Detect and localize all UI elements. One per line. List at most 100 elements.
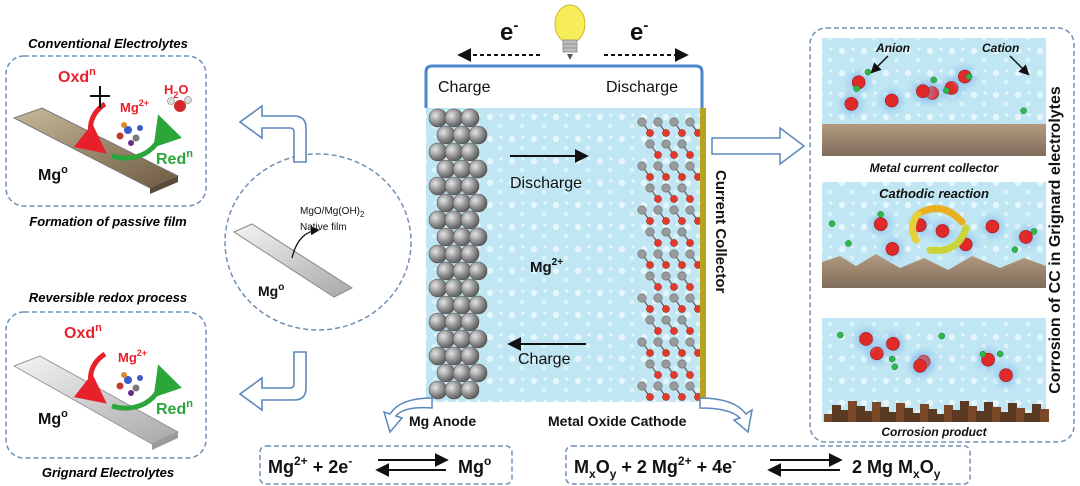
oxygen-atom (662, 173, 670, 181)
rust-particle (984, 402, 993, 422)
metal-atom (653, 161, 663, 171)
anode-sphere (460, 278, 480, 298)
charge-top-label: Charge (438, 79, 491, 96)
oxygen-atom (678, 173, 686, 181)
cation (853, 85, 860, 92)
metal-atom (669, 249, 679, 259)
metal-atom (685, 249, 695, 259)
anode-sphere (436, 363, 456, 383)
oxygen-atom (662, 261, 670, 269)
oxdn-bottom-label: Oxdn (64, 322, 102, 342)
anode-sphere (436, 227, 456, 247)
anion (844, 97, 859, 111)
metal-atom (677, 139, 687, 149)
anion (916, 84, 930, 99)
conventional-panel (5, 55, 207, 207)
anode-sphere (444, 346, 464, 366)
oxygen-atom (662, 393, 670, 401)
anode-sphere (444, 108, 464, 128)
rust-particle (896, 403, 905, 422)
water-molecule-icon (167, 96, 192, 112)
anode-sphere (460, 108, 480, 128)
current-collector-strip (700, 108, 706, 402)
anode-sphere (460, 312, 480, 332)
anode-equation-left: Mg2+ + 2e- (268, 454, 352, 477)
rust-particle (840, 410, 849, 422)
cation (891, 363, 899, 371)
oxygen-atom (670, 195, 678, 203)
rust-particle (1000, 412, 1009, 422)
cation (965, 73, 973, 80)
oxygen-atom (662, 129, 670, 137)
metal-current-collector-caption: Metal current collector (870, 161, 1000, 175)
oxygen-atom (646, 305, 654, 313)
metal-atom (661, 271, 671, 281)
anode-sphere (460, 346, 480, 366)
mg-metal-center-label: Mgo (258, 282, 284, 299)
metal-atom (661, 359, 671, 369)
mg-ion-electrolyte-label: Mg2+ (530, 257, 563, 276)
oxygen-atom (686, 327, 694, 335)
anion (873, 217, 888, 232)
anode-sphere (452, 261, 472, 281)
cation (930, 76, 937, 84)
anode-sphere (444, 244, 464, 264)
cation-pointer-icon (1009, 55, 1030, 76)
metal-atom (637, 117, 647, 127)
anode-sphere (460, 142, 480, 162)
metal-atom (661, 139, 671, 149)
oxygen-atom (678, 349, 686, 357)
rust-particle (952, 410, 961, 422)
oxygen-atom (678, 305, 686, 313)
anode-sphere (444, 176, 464, 196)
panel3-ions (837, 322, 1022, 392)
rust-particle (904, 408, 913, 422)
rust-particle (1016, 408, 1025, 422)
h2o-label: H2O (164, 82, 189, 100)
cation (1030, 228, 1038, 235)
rust-particle (1024, 413, 1033, 422)
oxygen-atom (646, 217, 654, 225)
rust-particle (936, 414, 945, 422)
metal-atom (661, 183, 671, 193)
metal-atom (661, 227, 671, 237)
anode-sphere (436, 125, 456, 145)
anode-sphere (468, 159, 488, 179)
metal-atom (669, 117, 679, 127)
anode-sphere (444, 380, 464, 400)
metal-atom (645, 359, 655, 369)
anion (1019, 230, 1033, 244)
rust-particle (1008, 403, 1017, 422)
bent-arrow-up-icon (238, 104, 307, 163)
mg-anode-label: Mg Anode (409, 413, 476, 429)
rust-particle (888, 412, 897, 422)
cation (979, 350, 987, 358)
reduction-arc-icon (111, 114, 182, 161)
anode-down-arrow-icon (382, 397, 433, 434)
metal-atom (637, 249, 647, 259)
metal-atom (677, 271, 687, 281)
cathodic-reaction-title: Cathodic reaction (879, 186, 989, 201)
metal-atom (653, 293, 663, 303)
anode-sphere (452, 295, 472, 315)
oxygen-atom (646, 173, 654, 181)
native-film-circle (224, 153, 412, 331)
oxygen-atom (662, 305, 670, 313)
metal-atom (677, 227, 687, 237)
oxygen-atom (654, 327, 662, 335)
anode-sphere (468, 193, 488, 213)
metal-atom (645, 183, 655, 193)
anode-sphere (428, 346, 448, 366)
anode-sphere (436, 295, 456, 315)
mg-ion-top: Mg2+ (120, 98, 149, 115)
oxygen-atom (686, 151, 694, 159)
cation (828, 220, 836, 227)
anode-sphere (460, 210, 480, 230)
equilibrium-arrows-cathode-icon (767, 453, 843, 477)
cation-label: Cation (982, 41, 1019, 55)
oxygen-atom (686, 239, 694, 247)
anode-sphere (452, 125, 472, 145)
rust-particle (824, 414, 833, 422)
rust-particle (944, 405, 953, 422)
